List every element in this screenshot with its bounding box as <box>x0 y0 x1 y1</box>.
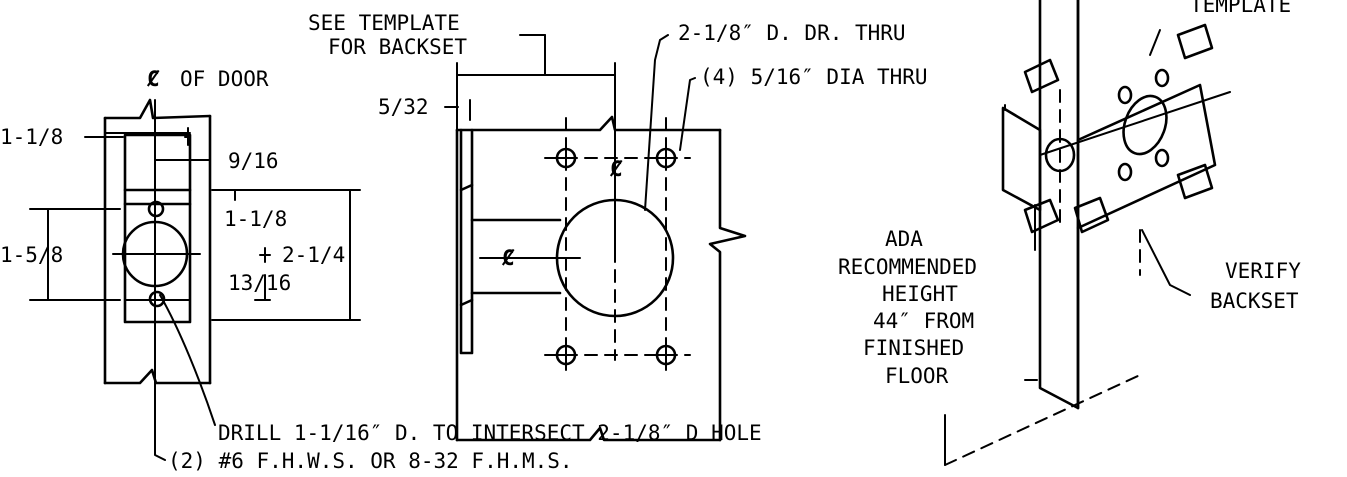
ada-label-4: 44″ FROM <box>873 309 974 333</box>
iso-bore <box>1122 94 1168 156</box>
template-label: TEMPLATE <box>1190 0 1291 17</box>
dim-9-16: 9/16 <box>228 149 279 173</box>
ada-label-6: FLOOR <box>885 364 949 388</box>
bottom-screw-hole <box>148 290 166 308</box>
see-template-label-1: SEE TEMPLATE <box>308 11 460 35</box>
cl-face-latch: Ȼ <box>501 246 515 270</box>
door-edge-view <box>29 98 361 461</box>
dim-1-5-8: 1-5/8 <box>0 243 63 267</box>
ada-label-1: ADA <box>885 227 923 251</box>
see-template-label-2: FOR BACKSET <box>328 35 467 59</box>
dim-1-1-8-mid: 1-1/8 <box>224 207 287 231</box>
cl-of-door-symbol: Ȼ <box>146 67 160 91</box>
screw-note: (2) #6 F.H.W.S. OR 8-32 F.H.M.S. <box>168 449 573 473</box>
verify-label-2: BACKSET <box>1210 289 1299 313</box>
drill-note: DRILL 1-1/16″ D. TO INTERSECT 2-1/8″ D H… <box>218 421 762 445</box>
ada-label-3: HEIGHT <box>882 282 958 306</box>
cl-of-door-label: OF DOOR <box>180 67 269 91</box>
dim-2-1-4: 2-1/4 <box>282 243 345 267</box>
bolt-holes-label: (4) 5/16″ DIA THRU <box>700 65 928 89</box>
ada-label-5: FINISHED <box>863 336 964 360</box>
ada-label-2: RECOMMENDED <box>838 255 977 279</box>
dim-5-32: 5/32 <box>378 95 429 119</box>
main-hole-label: 2-1/8″ D. DR. THRU <box>678 21 906 45</box>
verify-label-1: VERIFY <box>1225 259 1301 283</box>
door-face-view <box>444 34 747 442</box>
cl-face-symbol: Ȼ <box>609 157 623 181</box>
isometric-view <box>944 0 1231 466</box>
dim-13-16: 13/16 <box>228 271 291 295</box>
dim-1-1-8-top: 1-1/8 <box>0 125 63 149</box>
